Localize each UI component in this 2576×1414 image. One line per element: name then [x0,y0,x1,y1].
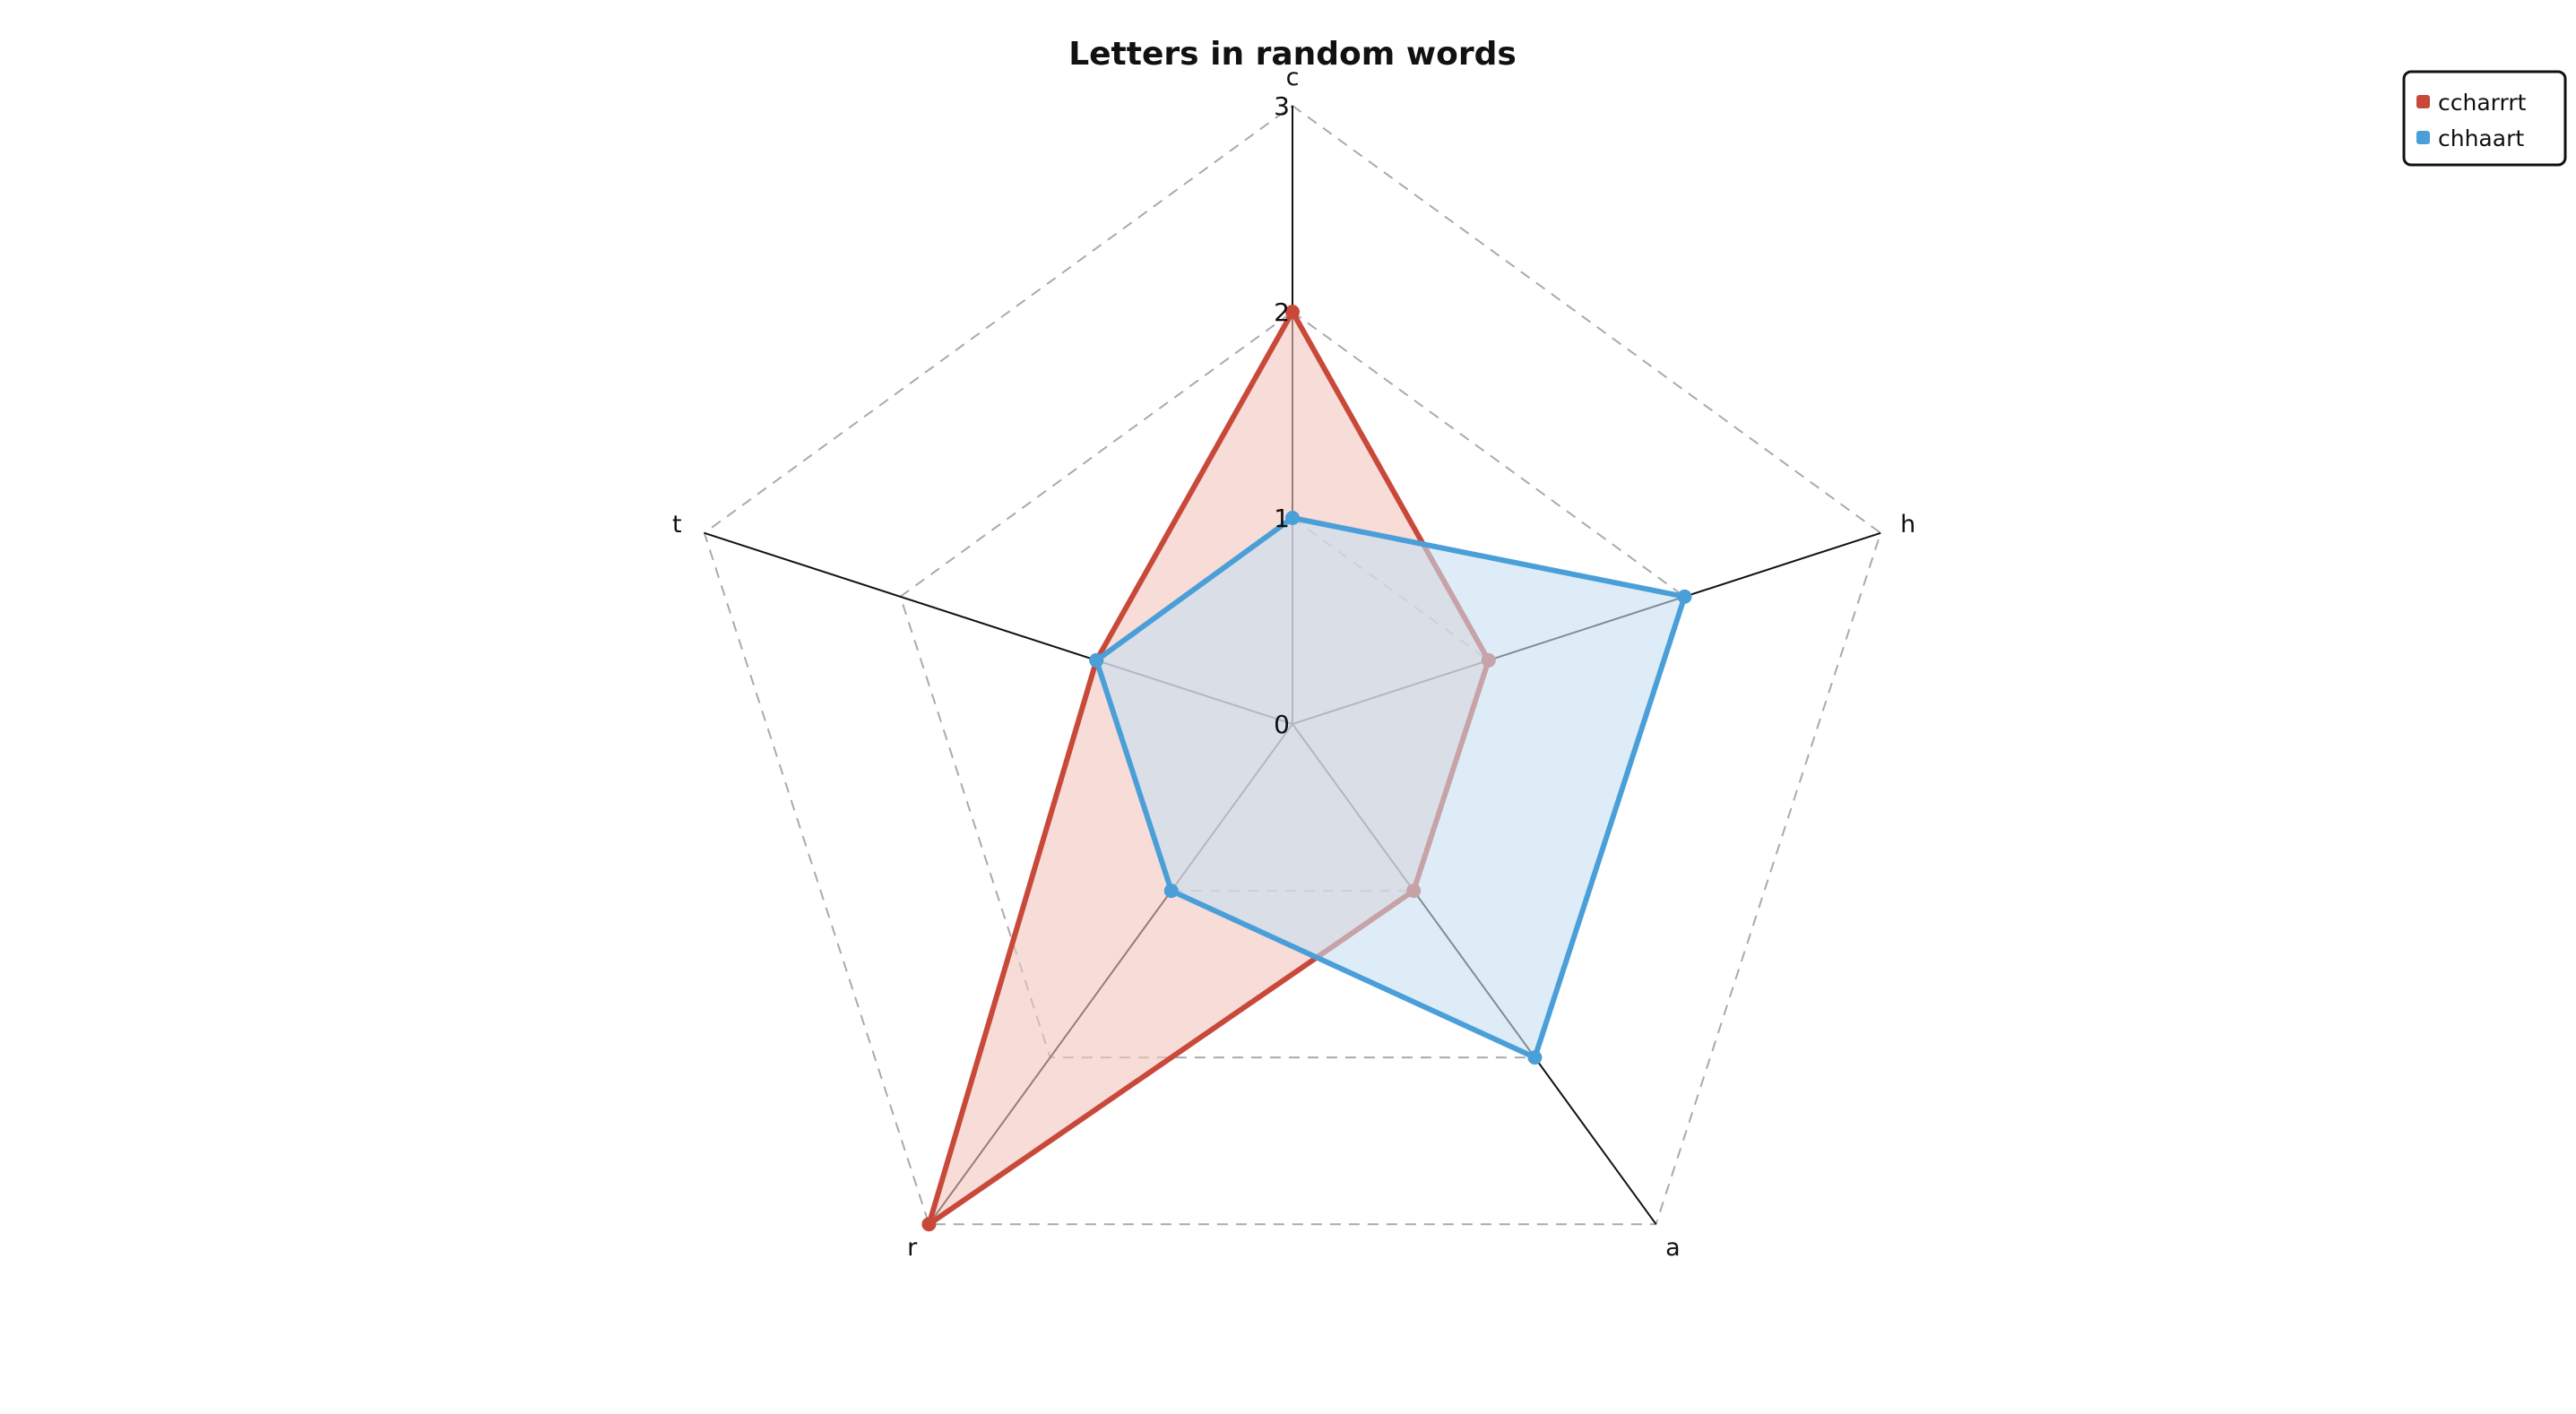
tick-label-3: 3 [1274,91,1290,121]
legend-swatch-ccharrrt [2416,95,2430,108]
legend-swatch-chhaart [2416,131,2430,144]
point-chhaart-r [1163,884,1179,899]
grid-ring-3 [703,104,1882,1226]
point-chhaart-t [1089,652,1104,668]
legend-label-ccharrrt: ccharrrt [2438,90,2527,116]
axis-label-h: h [1900,511,1915,539]
series [921,305,1692,1232]
legend-label-chhaart: chhaart [2438,125,2524,151]
labels: c h a r t 0 1 2 3 [672,64,1915,1262]
tick-label-0: 0 [1274,710,1290,739]
grid-ring-2 [899,310,1686,1059]
axis-label-c: c [1286,64,1300,91]
chart-title: Letters in random words [1068,36,1517,73]
axis-label-r: r [907,1234,918,1262]
axis-label-a: a [1665,1234,1681,1262]
point-chhaart-a [1527,1050,1543,1065]
point-ccharrrt-c [1285,305,1300,319]
point-ccharrrt-r [921,1217,937,1232]
series-line-chhaart [1094,515,1688,1061]
series-chhaart [1089,511,1692,1065]
tick-label-2: 2 [1274,297,1290,327]
axis-label-t: t [672,511,682,539]
legend-box [2402,70,2567,167]
point-chhaart-c [1285,511,1300,525]
tick-label-1: 1 [1274,504,1290,533]
point-chhaart-h [1677,589,1692,604]
legend: ccharrrt chhaart [2402,70,2567,167]
